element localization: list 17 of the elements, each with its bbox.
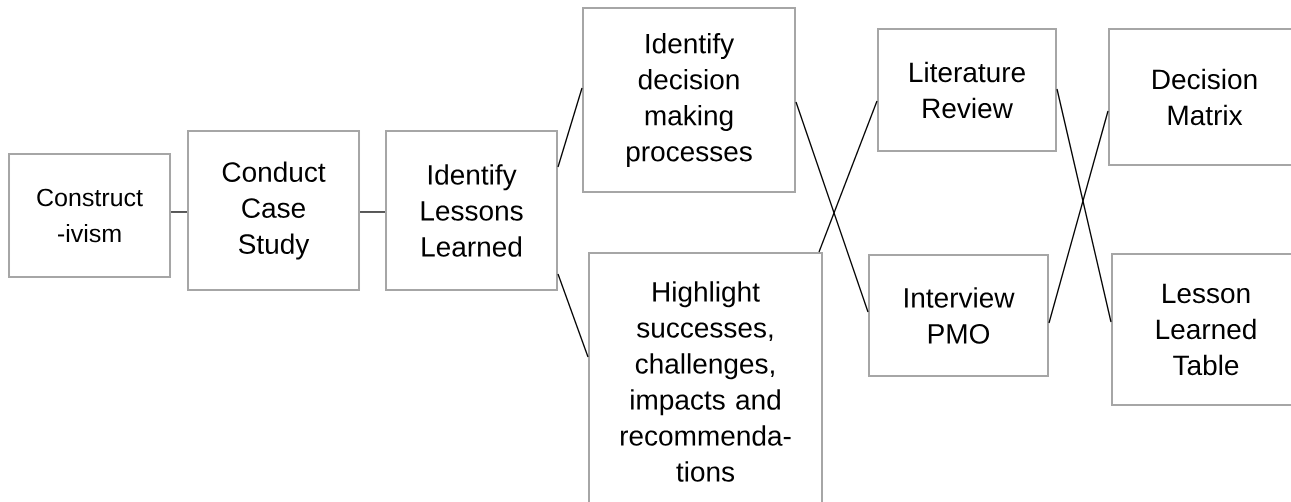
process-box: Construct -ivism	[8, 153, 171, 278]
process-box: Highlight successes, challenges, impacts and recommenda- tions	[588, 252, 823, 502]
connector-line	[818, 100, 878, 253]
connector-line	[557, 273, 589, 358]
process-box: Identify decision making processes	[582, 7, 796, 193]
process-box: Conduct Case Study	[187, 130, 360, 291]
process-box: Identify Lessons Learned	[385, 130, 558, 291]
connector-line	[1048, 110, 1109, 324]
process-box: Lesson Learned Table	[1111, 253, 1291, 406]
connector-line	[557, 87, 583, 168]
process-box: Literature Review	[877, 28, 1057, 152]
connector-line	[170, 211, 188, 213]
connector-line	[795, 101, 869, 313]
connector-line	[1056, 88, 1112, 323]
process-box: Interview PMO	[868, 254, 1049, 377]
process-box: Decision Matrix	[1108, 28, 1291, 166]
connector-line	[359, 211, 386, 213]
